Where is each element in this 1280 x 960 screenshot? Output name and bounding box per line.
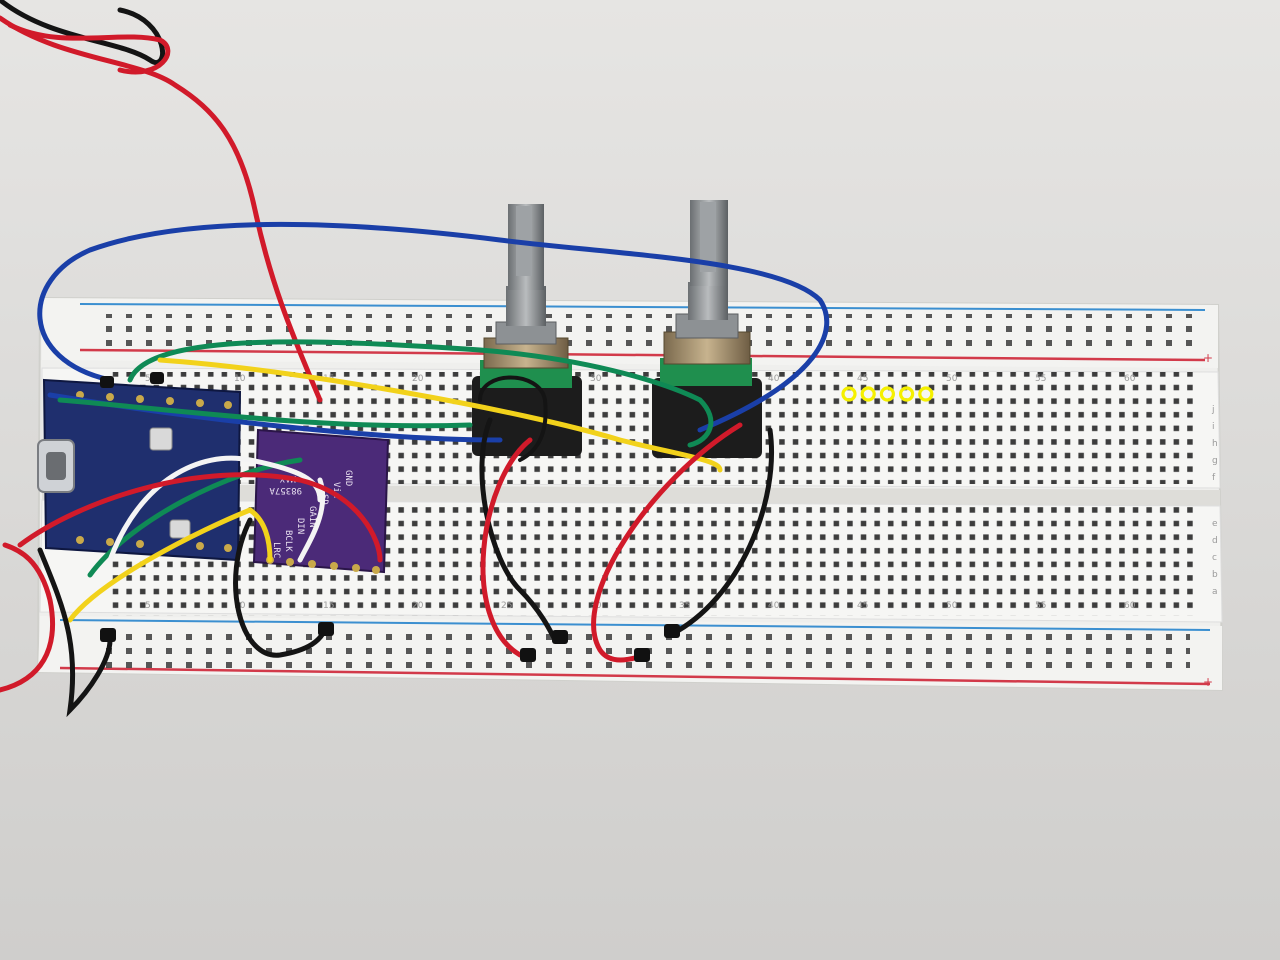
jumper-wires [0, 0, 830, 718]
highlight-marker [860, 386, 876, 402]
red-wire-mcu [17, 472, 383, 563]
highlight-marker [918, 386, 934, 402]
row-letter-top: i [1212, 422, 1215, 432]
bottom-rail-red-line [59, 666, 1211, 686]
column-number-top: 60 [1124, 374, 1136, 384]
row-letter-bottom: b [1212, 570, 1218, 580]
highlight-marker-group [841, 386, 934, 402]
black-wire-encoder-loop [478, 375, 548, 462]
column-number-bottom: 25 [501, 601, 512, 611]
column-number-bottom: 35 [679, 601, 690, 611]
highlight-marker [898, 386, 915, 402]
row-letter-top: g [1212, 456, 1218, 466]
column-number-bottom: 40 [768, 601, 780, 611]
amplifier-pin-label: DIN [295, 518, 305, 534]
green-wire-long [127, 339, 714, 448]
column-number-top: 10 [234, 374, 246, 384]
yellow-wire-short [67, 507, 273, 623]
black-wire-amp-gnd [233, 517, 328, 658]
wire-plug-ends [100, 372, 680, 662]
red-power-lead [0, 15, 323, 403]
reset-button-icon [149, 427, 173, 451]
black-wire-encoder1 [479, 417, 558, 643]
row-letter-top: f [1212, 473, 1216, 483]
row-letter-bottom: d [1212, 536, 1218, 546]
column-number-bottom: 55 [1035, 601, 1046, 611]
plus-sign-bottom: + [1203, 675, 1213, 689]
green-wire-mid [57, 397, 473, 429]
red-wire-encoder1 [480, 437, 533, 658]
column-number-top: 50 [946, 374, 958, 384]
column-number-top: 55 [1035, 374, 1046, 384]
red-wire-encoder2 [591, 422, 743, 663]
row-letter-bottom: a [1212, 587, 1218, 597]
column-number-bottom: 20 [412, 601, 424, 611]
highlight-marker [841, 386, 857, 402]
red-wire-left-vcc [0, 542, 56, 693]
column-number-top: 5 [145, 374, 151, 384]
black-wire-encoder2 [667, 427, 774, 638]
column-number-top: 40 [768, 374, 780, 384]
black-power-lead [0, 0, 165, 65]
top-rail-red-line [79, 348, 1206, 362]
column-number-bottom: 15 [323, 601, 334, 611]
amplifier-chip-label-line2: 98357A [269, 485, 302, 495]
boot-button-icon [169, 519, 191, 539]
row-letter-bottom: e [1212, 519, 1218, 529]
rotary-encoder-right [652, 200, 762, 458]
column-number-bottom: 50 [946, 601, 958, 611]
column-number-top: 20 [412, 374, 424, 384]
amplifier-pin-label: LRC [271, 542, 281, 558]
microcontroller-board [37, 378, 242, 562]
highlight-marker [879, 386, 896, 402]
plus-sign-top: + [1203, 351, 1213, 365]
encoder-shaft-flat-icon [700, 202, 716, 272]
column-number-top: 30 [590, 374, 602, 384]
bottom-rail-blue-line [59, 619, 1211, 631]
column-number-bottom: 45 [857, 601, 868, 611]
blue-wire-loop [37, 221, 830, 433]
column-number-top: 45 [857, 374, 868, 384]
column-number-bottom: 60 [1124, 601, 1136, 611]
row-letter-bottom: c [1212, 553, 1217, 563]
top-rail-blue-line [79, 303, 1206, 311]
column-number-bottom: 5 [145, 601, 151, 611]
row-letter-top: h [1212, 439, 1218, 449]
black-wire-left-gnd [37, 547, 113, 718]
red-power-lead-twist [7, 22, 171, 75]
row-letter-top: j [1211, 405, 1215, 415]
amplifier-pin-label: Vin [331, 482, 341, 498]
amplifier-pin-label: BCLK [283, 530, 293, 552]
amplifier-pin-label: GAIN [307, 506, 317, 528]
amplifier-pin-label: GND [343, 470, 353, 486]
